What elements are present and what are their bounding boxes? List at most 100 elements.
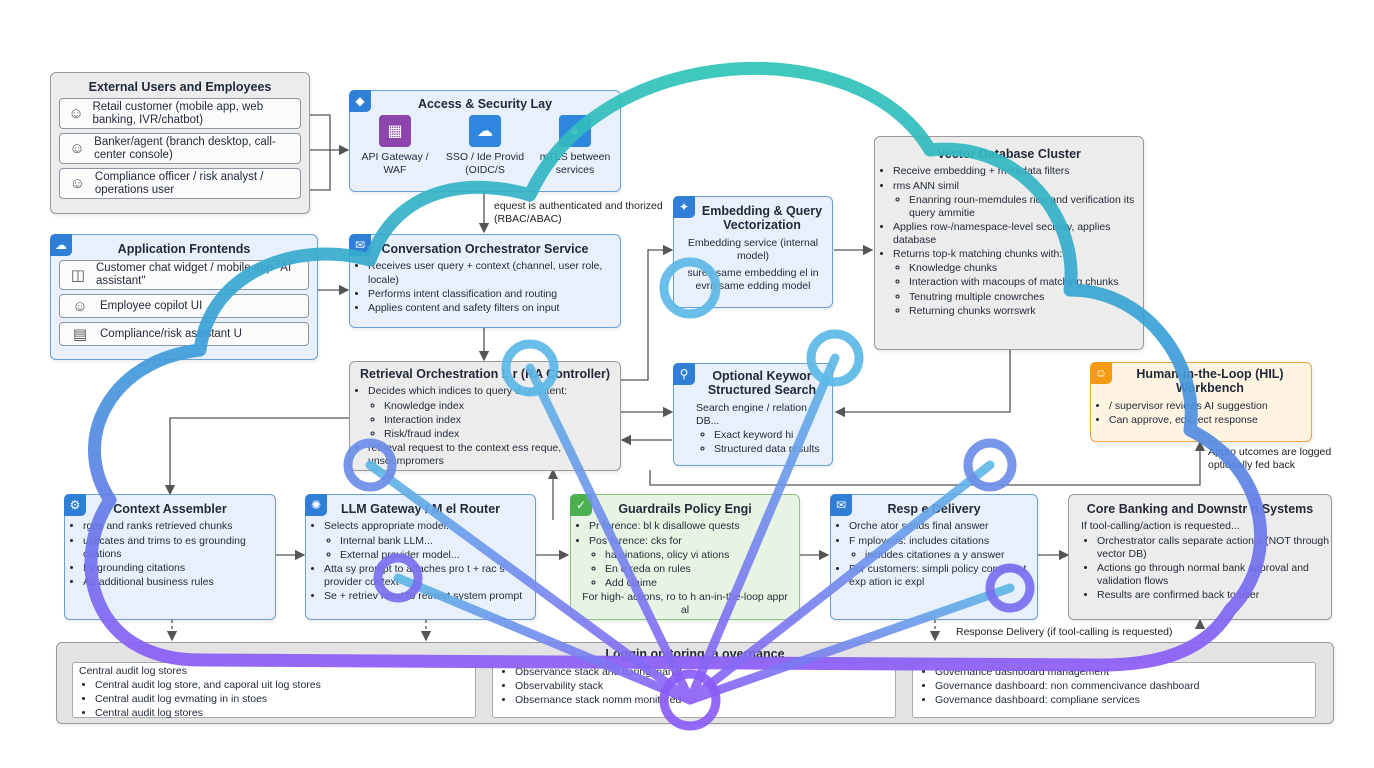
arrow-retrieval-to-context [164, 417, 350, 496]
response-delivery-panel: ✉ Resp e Delivery Orche ator sends final… [830, 494, 1038, 620]
llm-bullet-3: Se + retriev ntext to retrievt system pr… [324, 590, 535, 603]
guardrails-check-3: Add claime [605, 577, 799, 590]
compliance-assistant-item: ▤ Compliance/risk assistant U [59, 322, 309, 347]
audit-log-item-1: Central audit log store, and caporal uit… [95, 679, 469, 692]
access-security-panel: ◆ Access & Security Lay ▦ API Gateway / … [349, 90, 621, 192]
guardrails-bullet-1: Pr ference: bl k disallowe quests [589, 520, 799, 533]
compliance-assistant-label: Compliance/risk assistant U [100, 327, 242, 340]
hil-bullet-2: Can approve, edit, ect response [1109, 414, 1311, 427]
embedding-line-2: sures same embedding el in evrn same edd… [687, 267, 819, 293]
guardrails-check-2: En e reda on rules [605, 563, 799, 576]
user-review-icon: ☺ [1090, 362, 1112, 384]
vector-db-chunk-4: Returning chunks worrswrk [909, 305, 1143, 318]
access-security-note: equest is authenticated and thorized (RB… [494, 200, 663, 225]
delivery-sub-1: includes citationes a y answer [865, 549, 1037, 562]
context-bullet-2: uplicates and trims to es grounding cita… [83, 535, 275, 561]
governance-column: Governance dashboard management Governan… [912, 662, 1316, 718]
vector-db-chunk-3: Tenutring multiple cnowrches [909, 291, 1143, 304]
delivery-bullet-1: Orche ator sends final answer [849, 520, 1037, 533]
access-security-title: Access & Security Lay [417, 97, 553, 111]
vector-db-title: Vector Database Cluster [937, 147, 1081, 161]
vector-db-chunk-2: Interaction with macoups of matching chu… [909, 276, 1143, 289]
vector-db-panel: Vector Database Cluster Receive embeddin… [874, 136, 1144, 350]
llm-model-2: External provider model... [340, 549, 535, 562]
retrieval-index-3: Risk/fraud index [384, 428, 620, 441]
audit-log-lead: Central audit log stores [79, 665, 187, 677]
user-shield-icon: ☺ [69, 175, 86, 193]
ai-icon: ✺ [305, 494, 327, 516]
external-users-title: External Users and Employees [88, 80, 272, 94]
retrieval-bullet-2: retrieval request to the context ess req… [368, 442, 620, 468]
response-delivery-note: Response Delivery (if tool-calling is re… [956, 626, 1173, 638]
sso-label: SSO / Ide Provid (OIDC/S [445, 151, 525, 176]
api-gateway-icon: ▦ [379, 115, 411, 148]
copilot-label: Employee copilot UI [100, 299, 203, 312]
keyword-search-title: Optional Keywor Structured Search [707, 369, 817, 398]
guardrails-panel: ✓ Guardrails Policy Engi Pr ference: bl … [570, 494, 800, 620]
mtls-label: mTLS between services [539, 151, 611, 176]
api-gateway-item: ▦ API Gateway / WAF [355, 115, 435, 176]
observability-item-1: Observance stack and itoring inanal [515, 666, 889, 679]
llm-bullet-2: Atta sy prompt to attaches pro t + rac s… [324, 563, 535, 589]
delivery-bullet-3: For customers: simpli policy compliant e… [849, 563, 1037, 589]
core-bullet-2: Actions go through normal bank approval … [1097, 562, 1331, 588]
user-icon: ☺ [72, 297, 88, 315]
app-frontends-title: Application Frontends [117, 242, 251, 256]
keyword-search-line: Search engine / relation DB... [696, 401, 807, 427]
retrieval-title: Retrieval Orchestration L r (RA Controll… [359, 367, 611, 381]
chat-icon: ✉ [349, 234, 371, 256]
delivery-bullet-2: F mployees: includes citations [849, 535, 1037, 548]
core-banking-panel: Core Banking and Downstr n Systems If to… [1068, 494, 1332, 620]
banker-agent-item: ☺ Banker/agent (branch desktop, call-cen… [59, 133, 301, 165]
llm-gateway-title: LLM Gateway / M el Router [340, 502, 501, 516]
sso-item: ☁ SSO / Ide Provid (OIDC/S [445, 115, 525, 176]
guardrails-bullet-2: Pos ference: cks for [589, 535, 799, 548]
user-phone-icon: ☺ [68, 105, 84, 123]
message-icon: ✉ [830, 494, 852, 516]
vector-db-line-2: rms ANN simil [893, 180, 1143, 193]
context-bullet-3: I s grounding citations [83, 562, 275, 575]
conversation-orchestrator-title: Conversation Orchestrator Service [381, 242, 589, 256]
context-bullet-1: rges and ranks retrieved chunks [83, 520, 275, 533]
lock-icon: ● [559, 115, 591, 148]
embedding-title: Embedding & Query Vectorization [701, 204, 823, 233]
vector-db-chunk-1: Knowledge chunks [909, 262, 1143, 275]
api-gateway-label: API Gateway / WAF [361, 151, 429, 176]
audit-log-item-2: Central audit log evmating in in stoes [95, 693, 469, 706]
banker-agent-label: Banker/agent (branch desktop, call-cente… [94, 135, 276, 161]
guardrails-check-1: ha cinations, olicy vi ations [605, 549, 799, 562]
context-bullet-4: Ap additional business rules [83, 576, 275, 589]
observability-item-2: Observability stack [515, 680, 889, 693]
retail-customer-item: ☺ Retail customer (mobile app, web banki… [59, 98, 301, 130]
context-assembler-title: Context Assembler [113, 502, 227, 516]
search-icon: ⚲ [673, 363, 695, 385]
guardrails-tail: For high- actions, ro to h an-in-the-loo… [582, 591, 788, 617]
vector-db-bullet-2: Returns top-k matching chunks with: [893, 248, 1143, 261]
llm-gateway-panel: ✺ LLM Gateway / M el Router Selects appr… [305, 494, 536, 620]
chat-widget-item: ◫ Customer chat widget / mobile app "AI … [59, 260, 309, 291]
audit-log-column: Central audit log stores Central audit l… [72, 662, 476, 719]
orchestrator-bullet-1: Receives user query + context (channel, … [368, 260, 620, 286]
llm-model-1: Internal bank LLM... [340, 535, 535, 548]
retail-customer-label: Retail customer (mobile app, web banking… [92, 100, 264, 126]
window-icon: ▤ [72, 325, 88, 343]
governance-item-1: Governance dashboard management [935, 666, 1309, 679]
cloud-icon: ☁ [50, 234, 72, 256]
keyword-search-sub-2: Structured data results [714, 443, 832, 456]
hil-bullet-1: / supervisor reviews AI suggestion [1109, 400, 1311, 413]
chat-device-icon: ◫ [70, 266, 86, 284]
observability-item-3: Obsernance stack nomm monitored [515, 694, 889, 707]
external-users-panel: External Users and Employees ☺ Retail cu… [50, 72, 310, 214]
copilot-item: ☺ Employee copilot UI [59, 294, 309, 319]
governance-item-3: Governance dashboard: compliane services [935, 694, 1309, 707]
arrow-vectordb-to-keyword [834, 350, 1011, 418]
orchestrator-bullet-2: Performs intent classification and routi… [368, 288, 620, 301]
retrieval-index-2: Interaction index [384, 414, 620, 427]
hil-panel: ☺ Human-in-the-Loop (HIL) Workbench / su… [1090, 362, 1312, 442]
keyword-search-sub-1: Exact keyword hi [714, 429, 832, 442]
core-banking-lead: If tool-calling/action is requested... [1081, 520, 1240, 533]
keyword-search-panel: ⚲ Optional Keywor Structured Search Sear… [673, 363, 833, 466]
vector-db-sub-1: Enanring roun-memdules rien and verifica… [909, 194, 1143, 220]
conversation-orchestrator-panel: ✉ Conversation Orchestrator Service Rece… [349, 234, 621, 328]
shield-check-icon: ✓ [570, 494, 592, 516]
